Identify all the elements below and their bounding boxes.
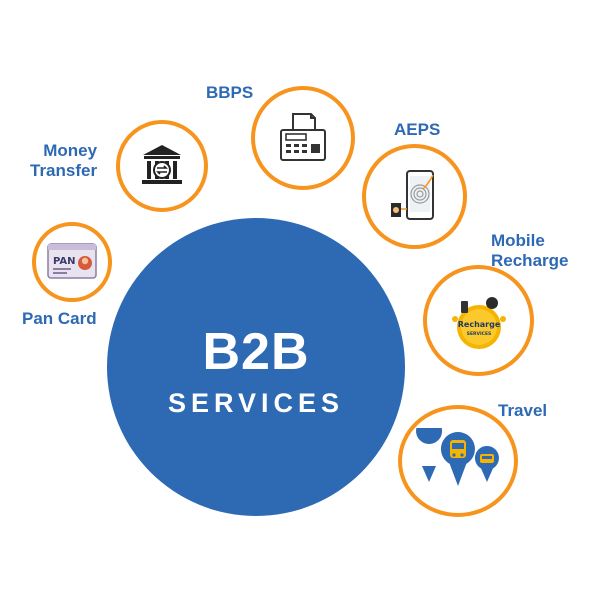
bank-transfer-icon [135, 139, 189, 193]
recharge-badge-subtext: SERVICES [466, 331, 491, 337]
hub-title: B2B [202, 322, 310, 381]
node-travel [398, 405, 518, 517]
node-mobile-recharge: Recharge SERVICES [423, 265, 534, 376]
bill-printer-icon [273, 108, 333, 168]
travel-pins-icon [413, 428, 503, 494]
hub-subtitle: SERVICES [167, 387, 345, 418]
node-pan-card: PAN [32, 222, 112, 302]
recharge-badge-text: Recharge [457, 320, 500, 329]
node-money-transfer [116, 120, 208, 212]
recharge-badge-icon: Recharge SERVICES [441, 283, 517, 359]
node-bbps [251, 86, 355, 190]
hub-circle: B2B SERVICES [107, 218, 405, 516]
label-mobile-recharge: Mobile Recharge [491, 231, 569, 270]
label-pan-card: Pan Card [22, 309, 97, 328]
pan-card-icon: PAN [46, 240, 98, 284]
node-aeps [362, 144, 467, 249]
label-aeps: AEPS [394, 120, 441, 139]
label-bbps: BBPS [206, 83, 254, 102]
label-travel: Travel [498, 401, 548, 420]
pan-card-text: PAN [53, 256, 76, 267]
fingerprint-phone-icon [383, 165, 447, 229]
label-money-transfer: Money Transfer [30, 141, 98, 180]
